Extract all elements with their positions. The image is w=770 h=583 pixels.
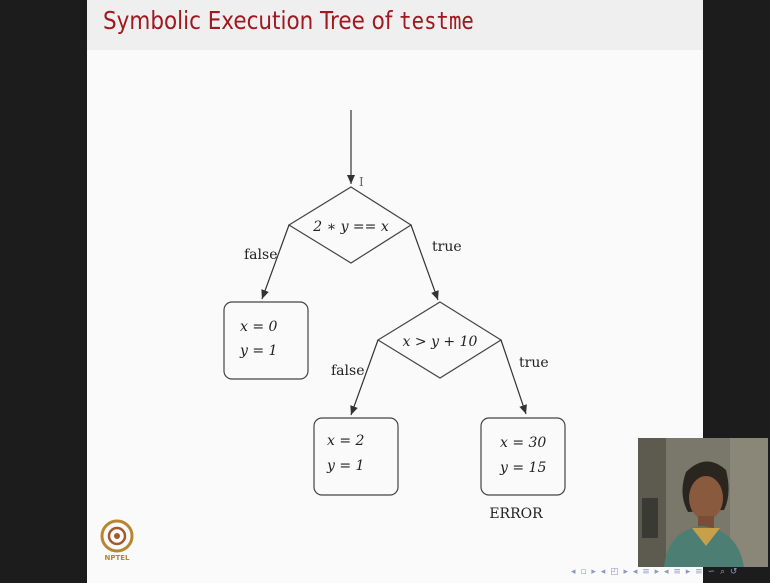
title-bar: Symbolic Execution Tree of testme xyxy=(87,0,703,50)
right-leaf-line1: x = 30 xyxy=(500,435,546,451)
root-false-edge xyxy=(261,224,290,300)
beamer-navigation-controls[interactable]: ◂ ▫ ▸ ◂ ◰ ▸ ◂ ≡ ▸ ◂ ≡ ▸ ≡ ∽ ⌕ ↺ xyxy=(571,567,739,577)
nptel-logo: NPTEL xyxy=(99,518,139,566)
inner-true-edge xyxy=(500,339,527,415)
inner-false-edge xyxy=(350,339,379,416)
nptel-label: NPTEL xyxy=(104,554,130,562)
root-true-edge xyxy=(410,224,439,301)
right-leaf-line2: y = 15 xyxy=(499,460,546,476)
slide-title-code: testme xyxy=(399,7,474,35)
error-caption: ERROR xyxy=(489,506,543,522)
presenter-webcam-video xyxy=(638,438,768,567)
left-dark-border xyxy=(0,0,87,583)
nptel-emblem-icon xyxy=(100,519,134,553)
slide-title-text: Symbolic Execution Tree of xyxy=(103,6,393,35)
inner-false-label: false xyxy=(331,363,364,379)
presenter-figure xyxy=(638,438,768,567)
middle-leaf-line1: x = 2 xyxy=(327,433,365,449)
right-leaf-box xyxy=(480,417,566,496)
inner-decision-diamond xyxy=(376,301,503,379)
left-leaf-line1: x = 0 xyxy=(240,319,278,335)
root-false-label: false xyxy=(244,247,277,263)
text-cursor-icon: I xyxy=(359,175,364,189)
slide: Symbolic Execution Tree of testme 2 ∗ y … xyxy=(87,0,737,583)
root-condition: 2 ∗ y == x xyxy=(312,219,389,235)
middle-leaf-line2: y = 1 xyxy=(326,458,364,474)
slide-title: Symbolic Execution Tree of testme xyxy=(103,6,474,35)
left-leaf-line2: y = 1 xyxy=(239,343,277,359)
inner-condition: x > y + 10 xyxy=(403,334,478,350)
symbolic-execution-tree: 2 ∗ y == x false true x = 0 y = 1 x > y … xyxy=(223,110,566,522)
middle-leaf-box xyxy=(313,417,399,496)
root-decision-diamond xyxy=(287,186,413,264)
inner-true-label: true xyxy=(519,355,549,371)
left-leaf-box xyxy=(223,301,309,380)
root-true-label: true xyxy=(432,239,462,255)
